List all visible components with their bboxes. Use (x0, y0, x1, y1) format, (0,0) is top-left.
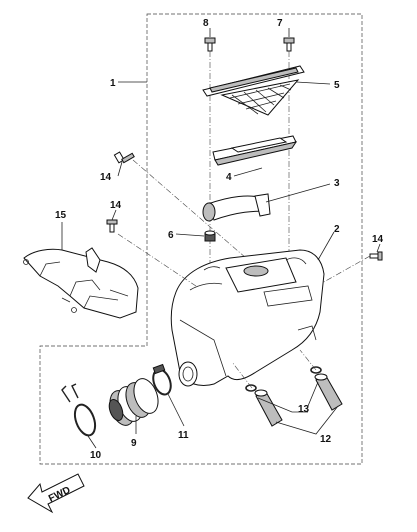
callout-6: 6 (168, 230, 174, 241)
intake-tube (202, 193, 271, 222)
drain-plug-left (245, 384, 283, 427)
callout-2: 2 (334, 224, 340, 235)
callout-14-right: 14 (372, 234, 384, 245)
leader-lines (61, 28, 381, 449)
filter-element (212, 135, 298, 166)
grommet (204, 230, 216, 242)
callout-12: 12 (320, 434, 332, 445)
callout-7: 7 (277, 18, 283, 29)
callout-8: 8 (203, 18, 209, 29)
screw-14-right (369, 251, 383, 261)
callout-15: 15 (55, 210, 67, 221)
callout-13: 13 (298, 404, 310, 415)
screw-14-left (106, 219, 118, 233)
callout-4: 4 (226, 172, 232, 183)
hose-clamp-10 (61, 383, 97, 437)
callout-1: 1 (110, 78, 116, 89)
callout-10: 10 (90, 450, 102, 461)
hose-clamp-11 (152, 363, 172, 396)
screw-7 (283, 37, 295, 52)
callout-5: 5 (334, 80, 340, 91)
assembly-boundary (39, 13, 363, 465)
forward-arrow-icon: FWD (27, 473, 85, 514)
callouts: 1 2 3 4 5 6 7 8 9 10 11 12 13 14 14 14 1… (55, 18, 384, 461)
callout-9: 9 (131, 438, 137, 449)
joint (108, 378, 159, 426)
callout-3: 3 (334, 178, 340, 189)
callout-14-upper: 14 (100, 172, 112, 183)
filter-cover (202, 65, 305, 116)
callout-14-left: 14 (110, 200, 122, 211)
screw-14-upper (113, 151, 135, 164)
screw-8 (204, 37, 216, 52)
side-panel (23, 247, 139, 319)
air-box (170, 249, 325, 387)
drain-plug-right (310, 366, 343, 411)
callout-11: 11 (178, 430, 189, 441)
